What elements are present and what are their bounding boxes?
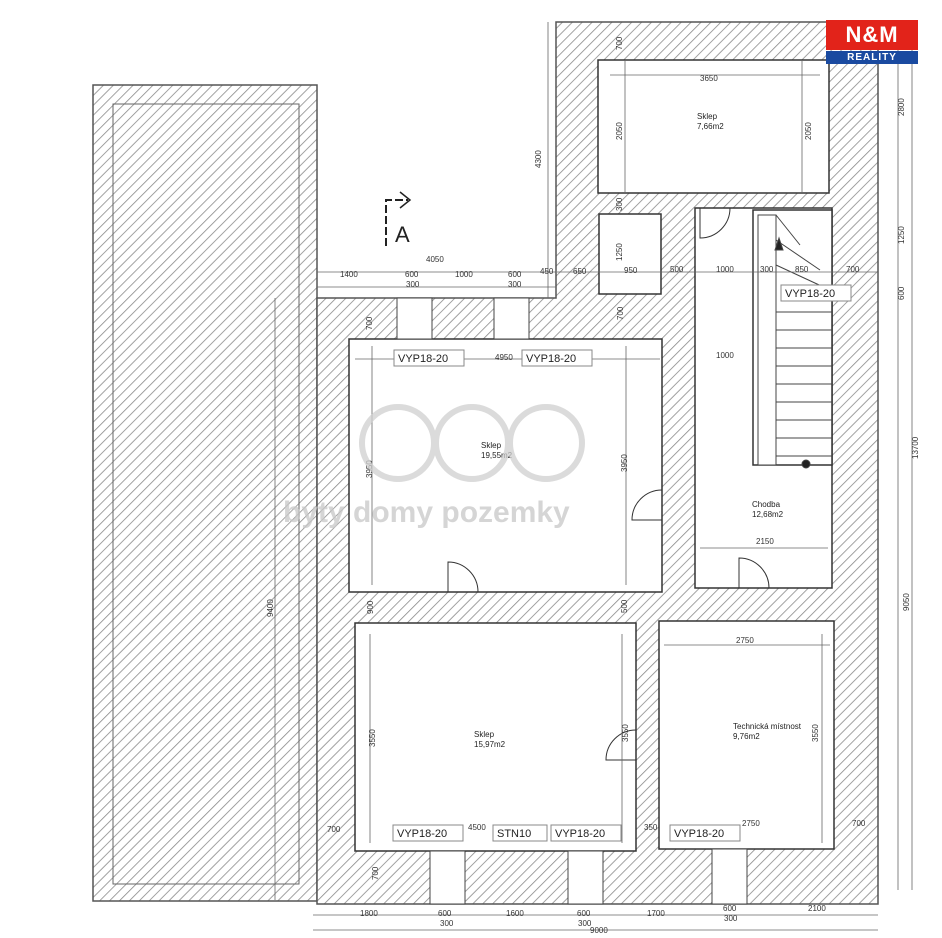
dim: 2750 — [742, 819, 760, 828]
dim: 3550 — [621, 724, 630, 742]
section-label: A — [395, 222, 410, 247]
tag: VYP18-20 — [555, 828, 605, 840]
dim: 4300 — [534, 150, 543, 168]
room-interiors — [348, 59, 835, 852]
dim: 300 — [406, 280, 420, 289]
dim: 600 — [723, 904, 737, 913]
doors — [447, 207, 770, 761]
dim: 1400 — [340, 270, 358, 279]
dim: 600 — [508, 270, 522, 279]
dim: 2800 — [897, 98, 906, 116]
room-sklep-3 — [354, 622, 637, 852]
dim: 650 — [573, 267, 587, 276]
room-name: Technická místnost — [733, 722, 802, 731]
dim: 9000 — [590, 926, 608, 935]
section-marker-a: A — [385, 191, 412, 247]
dim: 2050 — [804, 122, 813, 140]
dim: 1250 — [897, 226, 906, 244]
dim: 2100 — [808, 904, 826, 913]
room-sklep-1 — [597, 59, 830, 194]
dim: 300 — [615, 197, 624, 211]
dim: 1000 — [455, 270, 473, 279]
tag: VYP18-20 — [674, 828, 724, 840]
brand-name: N&M — [826, 20, 918, 50]
dim: 300 — [508, 280, 522, 289]
dim: 300 — [760, 265, 774, 274]
watermark: byty domy pozemky — [283, 404, 585, 529]
dimension-values: 4050 1400 600 1000 600 450 650 300 300 5… — [327, 74, 866, 935]
room-area: 9,76m2 — [733, 732, 760, 741]
dim: 500 — [670, 265, 684, 274]
dim: 500 — [620, 599, 629, 613]
dim: 300 — [440, 919, 454, 928]
dim: 1800 — [360, 909, 378, 918]
room-name: Sklep — [697, 112, 718, 121]
dim: 700 — [846, 265, 860, 274]
dim: 700 — [365, 316, 374, 330]
dim: 300 — [578, 919, 592, 928]
dim: 700 — [852, 819, 866, 828]
dim: 3650 — [700, 74, 718, 83]
dim: 700 — [327, 825, 341, 834]
dim: 2750 — [736, 636, 754, 645]
dim: 4050 — [426, 255, 444, 264]
dim: 9400 — [266, 599, 275, 617]
dim: 2050 — [615, 122, 624, 140]
dim: 3550 — [368, 729, 377, 747]
dim: 850 — [795, 265, 809, 274]
tag: STN10 — [497, 828, 531, 840]
room-area: 15,97m2 — [474, 740, 506, 749]
room-area: 12,68m2 — [752, 510, 784, 519]
dim: 3550 — [811, 724, 820, 742]
dim: 4950 — [495, 353, 513, 362]
dim: 1600 — [506, 909, 524, 918]
dim: 1700 — [647, 909, 665, 918]
dim: 600 — [405, 270, 419, 279]
dim: 950 — [624, 266, 638, 275]
dim: 450 — [540, 267, 554, 276]
niche — [598, 213, 662, 295]
room-name: Chodba — [752, 500, 781, 509]
dim: 300 — [724, 914, 738, 923]
dim: 1250 — [615, 243, 624, 261]
dim: 700 — [615, 36, 624, 50]
terrain-block — [92, 84, 318, 902]
dim: 600 — [438, 909, 452, 918]
dim: 9050 — [902, 593, 911, 611]
dim: 900 — [366, 600, 375, 614]
dim: 2150 — [756, 537, 774, 546]
room-name: Sklep — [481, 441, 502, 450]
dim: 600 — [897, 286, 906, 300]
room-sklep-2 — [348, 338, 663, 593]
windows — [396, 297, 748, 905]
room-technical — [658, 620, 835, 850]
tag: VYP18-20 — [398, 353, 448, 365]
dim: 1000 — [716, 351, 734, 360]
tag: VYP18-20 — [397, 828, 447, 840]
room-area: 7,66m2 — [697, 122, 724, 131]
dim: 700 — [616, 306, 625, 320]
dim: 600 — [577, 909, 591, 918]
brand-sub: REALITY — [826, 51, 918, 64]
watermark-text: byty domy pozemky — [283, 496, 570, 529]
room-area: 19,55m2 — [481, 451, 513, 460]
staircase — [757, 214, 832, 469]
dim: 700 — [371, 866, 380, 880]
dim: 3950 — [620, 454, 629, 472]
brand-logo: N&M REALITY — [826, 20, 918, 65]
dim: 4500 — [468, 823, 486, 832]
dim: 1000 — [716, 265, 734, 274]
room-name: Sklep — [474, 730, 495, 739]
dim: 13700 — [911, 436, 920, 459]
element-tags: VYP18-20 VYP18-20 VYP18-20 VYP18-20 STN1… — [392, 284, 852, 842]
dim: 350 — [644, 823, 658, 832]
tag: VYP18-20 — [785, 288, 835, 300]
tag: VYP18-20 — [526, 353, 576, 365]
room-labels: Sklep 7,66m2 Sklep 19,55m2 Chodba 12,68m… — [474, 112, 802, 749]
